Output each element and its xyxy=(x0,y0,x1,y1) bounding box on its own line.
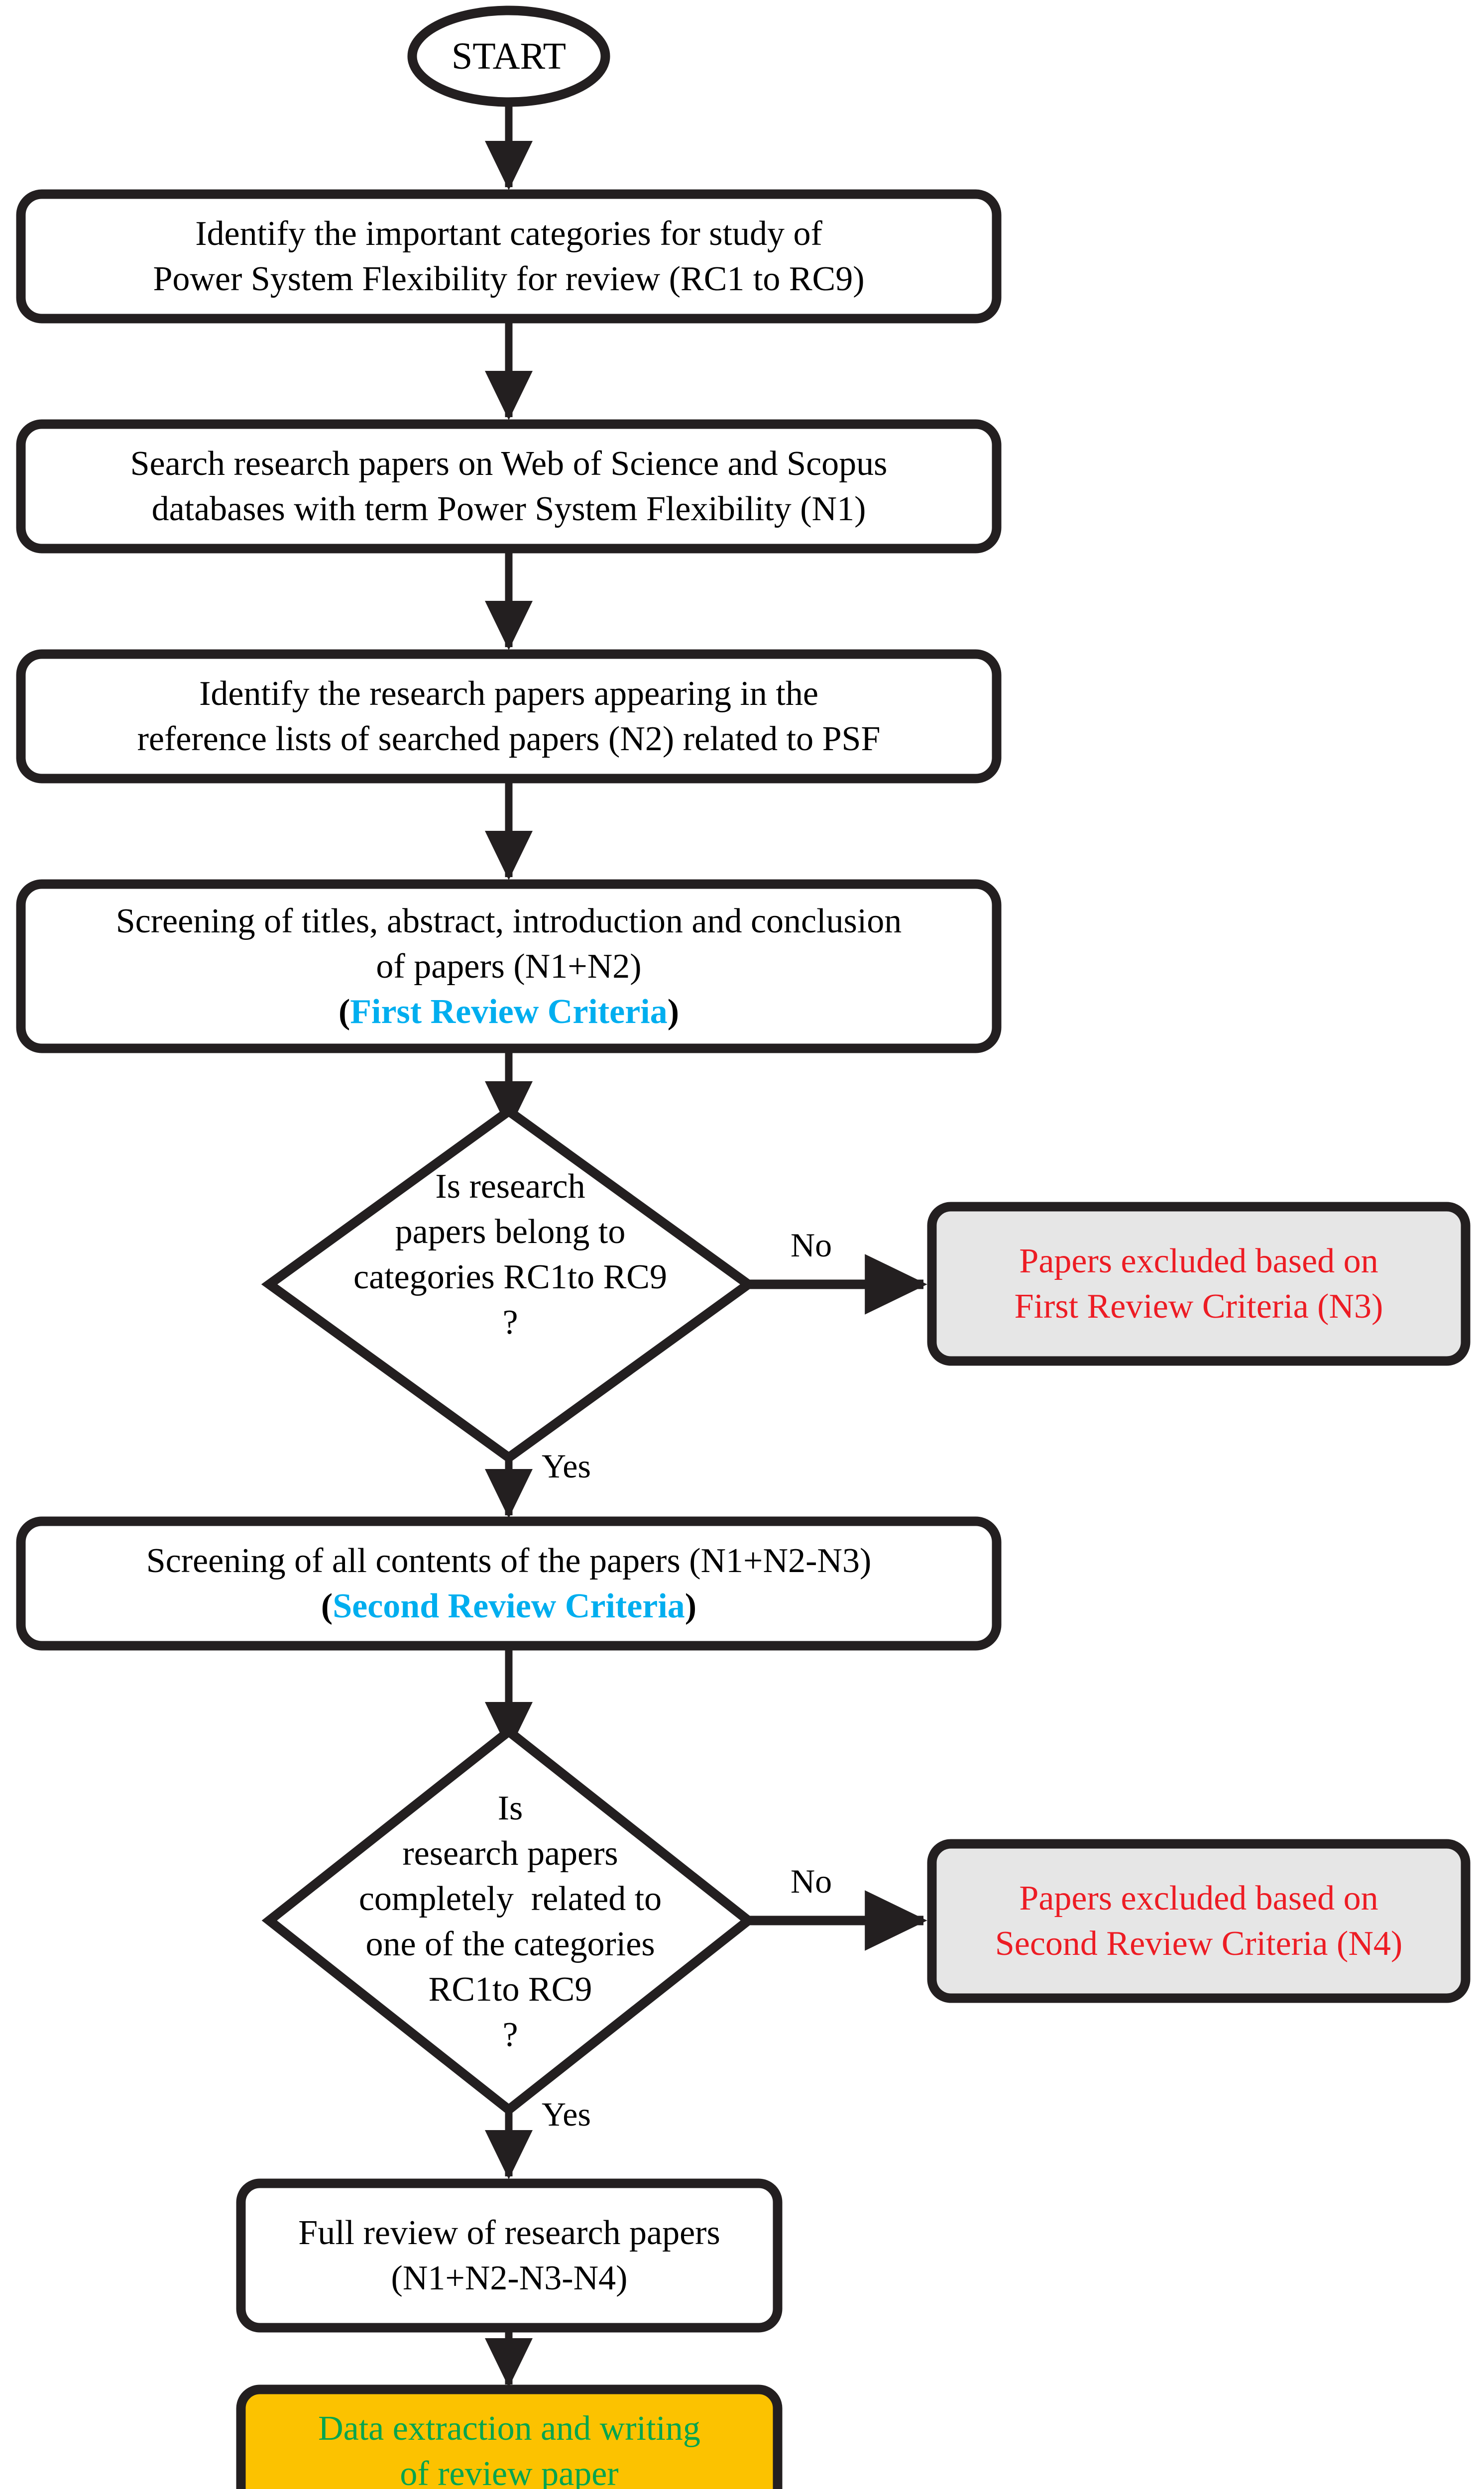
decision1-diamond[interactable] xyxy=(261,1105,757,1464)
excluded1-box[interactable] xyxy=(927,1202,1471,1366)
excluded2-box[interactable] xyxy=(927,1839,1471,2003)
start-oval[interactable] xyxy=(407,5,610,107)
final-box[interactable] xyxy=(236,2384,783,2489)
decision2-diamond[interactable] xyxy=(261,1725,756,2116)
decision2-no-label: No xyxy=(791,1862,832,1900)
decision1-yes-label: Yes xyxy=(542,1447,591,1485)
step6-box[interactable] xyxy=(236,2178,783,2333)
step1-box[interactable] xyxy=(16,189,1002,324)
step3-box[interactable] xyxy=(16,649,1002,784)
step2-box[interactable] xyxy=(16,419,1002,554)
step5-box[interactable] xyxy=(16,1516,1002,1651)
decision2-yes-label: Yes xyxy=(542,2095,591,2133)
step4-box[interactable] xyxy=(16,879,1002,1053)
decision1-no-label: No xyxy=(791,1226,832,1264)
